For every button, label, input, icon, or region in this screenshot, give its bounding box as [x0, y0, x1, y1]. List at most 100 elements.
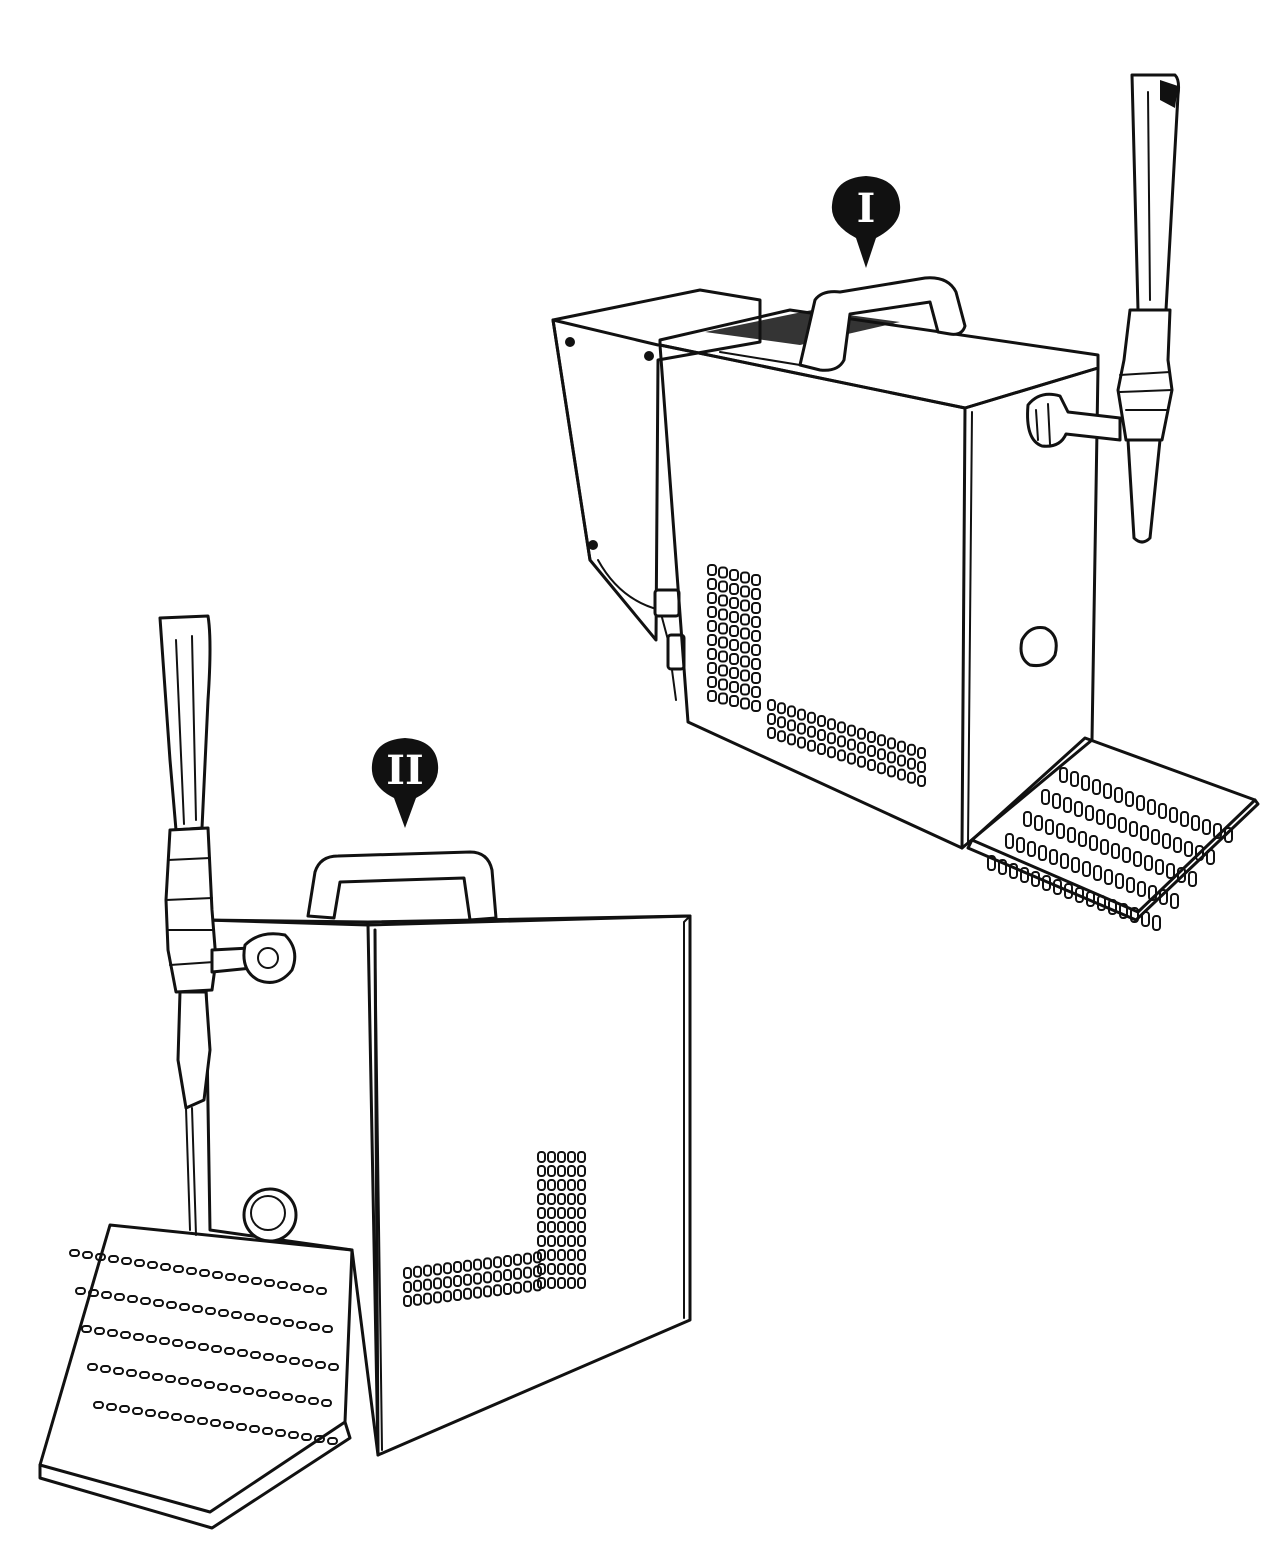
- vent-hole: [567, 1263, 576, 1275]
- vent-hole: [777, 716, 786, 729]
- vent-hole: [729, 597, 739, 609]
- tray-slot: [1031, 871, 1040, 887]
- tray-slot: [238, 1275, 249, 1283]
- vent-hole: [707, 578, 717, 590]
- tray-slot: [158, 1411, 169, 1419]
- tray-slot: [1206, 849, 1215, 865]
- vent-hole: [443, 1290, 452, 1303]
- tray-slot: [1170, 893, 1179, 909]
- unit-one-knob: [1019, 626, 1058, 667]
- tray-slot: [81, 1325, 92, 1333]
- vent-hole: [867, 731, 876, 743]
- tray-slot: [146, 1335, 157, 1343]
- tray-slot: [223, 1421, 234, 1429]
- tray-slot: [231, 1311, 242, 1319]
- tray-slot: [295, 1395, 306, 1403]
- vent-hole: [718, 608, 728, 621]
- vent-hole: [547, 1151, 556, 1163]
- vent-hole: [740, 669, 750, 682]
- vent-hole: [537, 1207, 546, 1219]
- vent-hole: [567, 1151, 576, 1163]
- tray-slot: [133, 1333, 144, 1341]
- tray-slot: [1188, 871, 1197, 887]
- vent-hole: [867, 759, 876, 771]
- tray-slot: [152, 1373, 163, 1381]
- tray-slot: [282, 1393, 293, 1401]
- tray-slot: [1086, 891, 1095, 907]
- vent-hole: [797, 708, 806, 721]
- vent-hole: [807, 725, 816, 738]
- tray-slot: [1108, 899, 1117, 915]
- tray-slot: [184, 1415, 195, 1423]
- vent-hole: [413, 1293, 422, 1306]
- tray-slot: [100, 1365, 111, 1373]
- tray-slot: [153, 1299, 164, 1307]
- vent-hole: [740, 613, 750, 626]
- vent-hole: [847, 752, 856, 765]
- tray-slot: [69, 1249, 80, 1257]
- tray-slot: [1041, 789, 1050, 805]
- tray-slot: [264, 1279, 275, 1287]
- tray-slot: [1136, 795, 1145, 811]
- tray-slot: [197, 1417, 208, 1425]
- vent-hole: [567, 1165, 576, 1177]
- unit-two-dispenser: [38, 614, 692, 1530]
- vent-hole: [463, 1259, 472, 1272]
- tray-slot: [244, 1313, 255, 1321]
- tray-slot: [1005, 833, 1014, 849]
- tray-slot: [1115, 873, 1124, 889]
- vent-hole: [707, 648, 717, 660]
- vent-hole: [707, 676, 717, 688]
- tray-slot: [192, 1305, 203, 1313]
- tray-slot: [199, 1269, 210, 1277]
- vent-hole: [413, 1279, 422, 1292]
- tray-slot: [173, 1265, 184, 1273]
- vent-hole: [707, 592, 717, 604]
- tray-slot: [224, 1347, 235, 1355]
- tray-slot: [119, 1405, 130, 1413]
- tray-slot: [1082, 861, 1091, 877]
- marker-i: I: [831, 176, 901, 268]
- vent-hole: [433, 1277, 442, 1290]
- tray-slot: [257, 1315, 268, 1323]
- tray-slot: [1045, 819, 1054, 835]
- vent-hole: [707, 690, 717, 702]
- tray-slot: [186, 1267, 197, 1275]
- vent-hole: [729, 583, 739, 595]
- vent-hole: [557, 1249, 566, 1261]
- tray-slot: [1071, 857, 1080, 873]
- tray-slot: [1126, 877, 1135, 893]
- vent-hole: [718, 580, 728, 593]
- vent-hole: [729, 639, 739, 651]
- tray-slot: [1147, 799, 1156, 815]
- unit-two-knob: [242, 1187, 298, 1243]
- vent-hole: [547, 1165, 556, 1177]
- vent-hole: [523, 1252, 532, 1265]
- vent-hole: [537, 1151, 546, 1163]
- vent-hole: [557, 1193, 566, 1205]
- tray-slot: [1078, 831, 1087, 847]
- vent-hole: [807, 711, 816, 724]
- tray-slot: [1009, 863, 1018, 879]
- tray-slot: [1118, 817, 1127, 833]
- tray-slot: [95, 1253, 106, 1261]
- tray-slot: [1020, 867, 1029, 883]
- vent-hole: [557, 1263, 566, 1275]
- vent-hole: [403, 1267, 412, 1279]
- tray-slot: [1023, 811, 1032, 827]
- tray-slot: [225, 1273, 236, 1281]
- vent-hole: [837, 735, 846, 748]
- vent-hole: [718, 636, 728, 649]
- vent-hole: [707, 662, 717, 674]
- tray-slot: [270, 1317, 281, 1325]
- vent-hole: [729, 653, 739, 665]
- tray-slot: [88, 1289, 99, 1297]
- tray-slot: [1103, 783, 1112, 799]
- vent-hole: [787, 733, 796, 746]
- unit-two-beer-tap: [158, 614, 297, 1236]
- tray-slot: [120, 1331, 131, 1339]
- tray-slot: [1042, 875, 1051, 891]
- tray-slot: [275, 1429, 286, 1437]
- tray-slot: [1130, 907, 1139, 923]
- vent-hole: [797, 736, 806, 749]
